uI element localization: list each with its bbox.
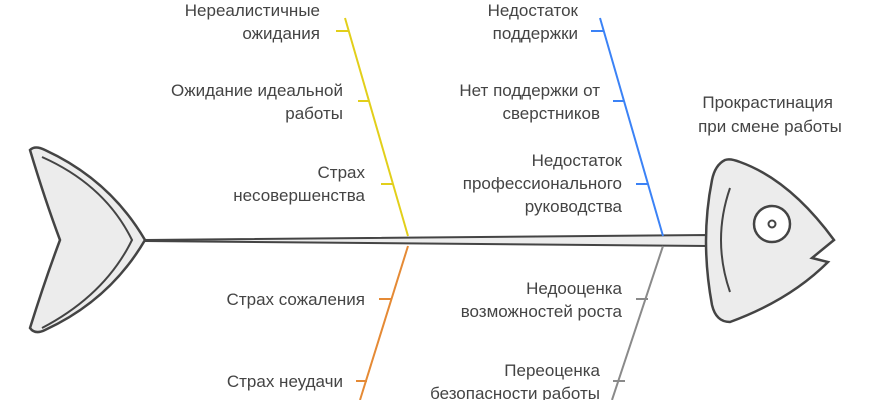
- fish-head-icon: [704, 158, 836, 324]
- cause-label: Страх сожаления: [227, 290, 365, 309]
- effect-label: Прокрастинация при смене работы: [698, 93, 842, 136]
- fish-tail-icon: [28, 146, 147, 334]
- bone-category-3: [356, 245, 409, 400]
- spine: [144, 233, 709, 248]
- bone-category-4: [611, 245, 664, 400]
- bone-category-1: [336, 17, 409, 237]
- cause-label: Страх неудачи: [227, 372, 343, 391]
- bone-category-2: [591, 17, 664, 237]
